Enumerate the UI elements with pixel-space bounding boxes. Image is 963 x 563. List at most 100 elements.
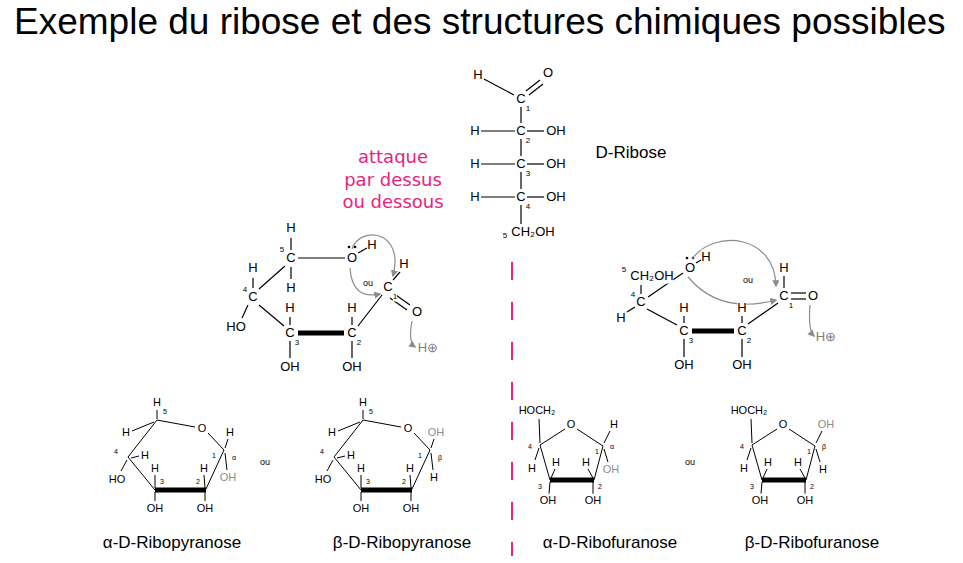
open-chain-bonds (351, 341, 352, 358)
atom-label: HO (109, 473, 126, 486)
atom-label: C (516, 157, 525, 172)
fischer-bonds (520, 172, 521, 189)
pyranose-ring (155, 492, 156, 501)
locant-number: 3 (160, 478, 164, 486)
locant-number: 2 (402, 478, 406, 486)
open-chain-bonds (259, 266, 285, 289)
furanose-ring (763, 469, 767, 478)
furanose-ring (594, 446, 603, 480)
pyranose-ring (431, 453, 433, 470)
pyranose-ring (327, 460, 333, 471)
locant-number: 4 (740, 443, 744, 451)
atom-label: H (794, 456, 802, 469)
locant-number: 4 (114, 448, 118, 456)
atom-label: H (226, 426, 234, 439)
locant-number: 1 (595, 448, 599, 456)
open-chain-bonds (627, 307, 635, 312)
atom-label: OH (752, 494, 769, 507)
open-chain-bonds (791, 292, 806, 293)
locant-number: 3 (526, 169, 530, 178)
atom-label: H (582, 456, 590, 469)
fischer-bonds (481, 130, 515, 131)
locant-number: 1 (418, 452, 422, 460)
pyranose-ring (204, 475, 205, 488)
locant-number: α (610, 443, 614, 451)
open-chain-bonds (351, 317, 352, 325)
open-chain-bonds (358, 295, 382, 326)
atom-label: OH (546, 124, 566, 139)
fischer-bonds (520, 205, 521, 224)
atom-label: C (248, 290, 257, 305)
atom-label: OH (546, 157, 566, 172)
open-chain-bonds (748, 303, 778, 324)
atom-label: H (357, 462, 365, 475)
conjunction: ou (363, 278, 373, 288)
conjunction: ou (685, 457, 695, 467)
atom-label: H (470, 190, 479, 205)
furanose-ring (752, 445, 762, 480)
pyranose-ring (208, 433, 224, 450)
atom-label: O (808, 289, 818, 304)
locant-number: 5 (503, 231, 507, 240)
open-chain-bonds (289, 317, 290, 325)
fischer-bonds (481, 163, 515, 164)
atom-label: H (286, 221, 295, 236)
atom-label: OH (585, 494, 602, 507)
structure-name: β-D-Ribofuranose (745, 533, 880, 553)
atom-label: O (567, 418, 576, 431)
atom-label: OH (197, 502, 214, 515)
furanose-ring (540, 445, 550, 480)
atom-label: H (528, 462, 536, 475)
electron-arrow (810, 305, 815, 336)
pyranose-ring (412, 450, 430, 489)
pyranose-ring (361, 492, 362, 501)
atom-label: O (412, 305, 422, 320)
atom-label: C (347, 326, 356, 341)
open-chain-bonds (290, 238, 291, 250)
locant-number: 5 (622, 265, 626, 274)
atom-label: H (248, 261, 257, 276)
pyranose-ring (363, 420, 401, 427)
locant-number: 5 (369, 408, 373, 416)
atom-label: OH (797, 494, 814, 507)
furanose-ring (604, 431, 610, 443)
locant-number: 4 (320, 448, 324, 456)
open-chain-bonds (393, 293, 410, 305)
open-chain-bonds (298, 331, 344, 336)
open-chain-bonds (741, 339, 742, 357)
pyranose-ring (121, 410, 228, 501)
atom-label: H (285, 301, 294, 316)
separator-line (511, 262, 513, 556)
open-chain-bonds (259, 305, 284, 326)
fischer-bonds (481, 196, 515, 197)
locant-number: 1 (807, 448, 811, 456)
atom-label: O (404, 422, 413, 435)
atom-label: H (200, 462, 208, 475)
locant-number: 3 (750, 483, 754, 491)
fischer-bonds (484, 79, 514, 95)
open-chain-bonds (290, 267, 291, 279)
pyranose-ring (361, 475, 362, 488)
furanose-ring (805, 482, 806, 494)
atom-label: OH (732, 358, 752, 373)
electron-arrow (352, 235, 395, 276)
atom-label: H (764, 456, 772, 469)
atom-label: CH₂OH (630, 269, 673, 284)
atom-label: H (737, 301, 746, 316)
atom-label: C (779, 289, 788, 304)
furanose-ring (540, 429, 565, 445)
conjunction: ou (260, 457, 270, 467)
pyranose-ring (121, 460, 127, 471)
atom-label: HOCH₂ (519, 404, 556, 417)
structure-name: α-D-Ribofuranose (543, 533, 678, 553)
atom-label: C (679, 324, 688, 339)
furanose-ring (604, 449, 608, 462)
furanose-ring (549, 482, 550, 494)
atom-label: C (286, 251, 295, 266)
atom-label: C (516, 124, 525, 139)
atom-label: H (141, 449, 149, 462)
open-chain-bonds (627, 260, 806, 357)
pyranose-ring (155, 475, 156, 488)
